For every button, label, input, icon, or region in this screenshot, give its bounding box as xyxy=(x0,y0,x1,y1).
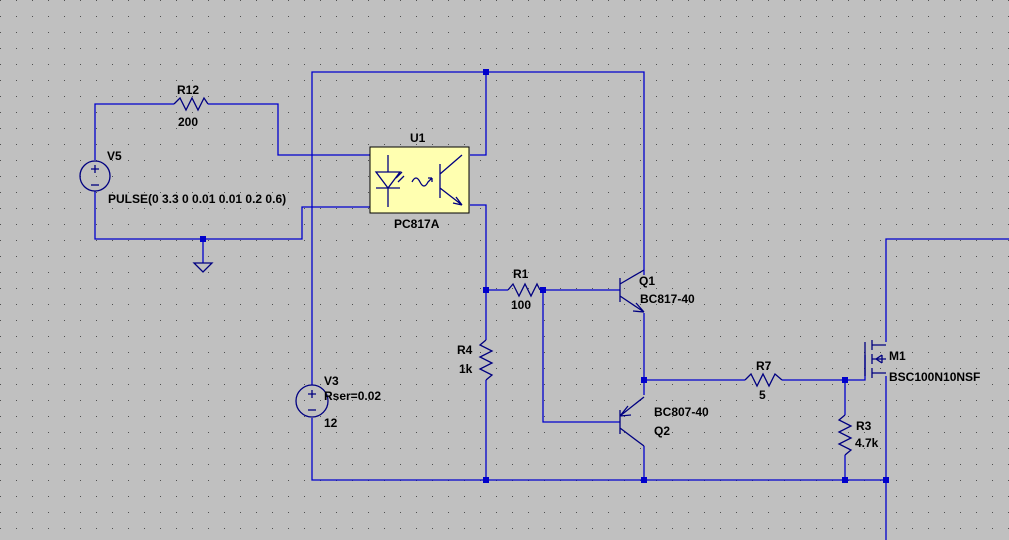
resistor-r7[interactable]: R7 5 xyxy=(744,359,783,402)
wire-r12-to-u1[interactable] xyxy=(208,103,370,156)
q1-value: BC817-40 xyxy=(640,292,695,306)
led-icon xyxy=(374,155,402,207)
r4-name: R4 xyxy=(457,343,473,357)
wire-u1-emitter[interactable] xyxy=(470,204,487,340)
v3-value: 12 xyxy=(324,416,338,430)
v5-value: PULSE(0 3.3 0 0.01 0.01 0.2 0.6) xyxy=(108,192,286,206)
resistor-r1[interactable]: R1 100 xyxy=(507,267,541,312)
resistor-r3[interactable]: R3 4.7k xyxy=(837,414,879,456)
junction xyxy=(641,377,647,383)
u1-name: U1 xyxy=(410,131,426,145)
v5-name: V5 xyxy=(107,149,122,163)
junctions xyxy=(200,69,889,483)
u1-value: PC817A xyxy=(394,217,440,231)
wire-v5-top[interactable] xyxy=(94,103,174,160)
r7-name: R7 xyxy=(756,359,772,373)
junction xyxy=(842,377,848,383)
junction xyxy=(200,236,206,242)
voltage-source-symbol xyxy=(295,384,329,418)
ground-symbol[interactable] xyxy=(192,262,214,273)
v3-param: Rser=0.02 xyxy=(324,389,381,403)
wire-top-rail[interactable] xyxy=(311,71,645,385)
junction xyxy=(483,477,489,483)
junction xyxy=(540,287,546,293)
transistor-q2[interactable]: BC807-40 Q2 xyxy=(619,396,709,447)
v3-name: V3 xyxy=(324,374,339,388)
resistor-symbol xyxy=(744,372,783,388)
mosfet-icon xyxy=(864,340,886,378)
q2-name: Q2 xyxy=(654,424,670,438)
pnp-transistor-icon xyxy=(619,396,645,447)
voltage-source-v5[interactable]: V5 PULSE(0 3.3 0 0.01 0.01 0.2 0.6) xyxy=(79,149,286,206)
plus-sign-icon xyxy=(91,165,99,173)
junction xyxy=(483,69,489,75)
q2-value: BC807-40 xyxy=(654,405,709,419)
resistor-r12[interactable]: R12 200 xyxy=(173,83,209,129)
resistor-r4[interactable]: R4 1k xyxy=(457,339,494,381)
phototransistor-icon xyxy=(439,154,463,206)
wire-v5-bottom[interactable] xyxy=(94,191,370,240)
r12-value: 200 xyxy=(178,115,198,129)
led-light-icon xyxy=(395,171,405,183)
wire-m1-drain[interactable] xyxy=(885,238,1009,342)
r7-value: 5 xyxy=(759,388,766,402)
wire-u1-collector[interactable] xyxy=(470,72,487,156)
wire-v3-bottom[interactable] xyxy=(311,418,886,481)
r12-name: R12 xyxy=(177,83,199,97)
transistor-q1[interactable]: Q1 BC817-40 xyxy=(619,269,695,313)
plus-sign-icon xyxy=(308,390,316,398)
junction xyxy=(641,477,647,483)
optocoupler-u1[interactable]: U1 PC817A xyxy=(369,131,470,231)
r1-value: 100 xyxy=(511,298,531,312)
resistor-symbol xyxy=(478,339,494,381)
junction xyxy=(883,477,889,483)
resistor-symbol xyxy=(173,96,209,112)
wire-base-link[interactable] xyxy=(542,290,620,423)
mosfet-m1[interactable]: M1 BSC100N10NSF xyxy=(864,340,980,384)
r3-name: R3 xyxy=(856,419,872,433)
resistor-symbol xyxy=(507,282,541,298)
voltage-source-v3[interactable]: V3 Rser=0.02 12 xyxy=(295,374,381,430)
junction xyxy=(483,287,489,293)
ground-icon xyxy=(192,262,214,273)
voltage-source-symbol xyxy=(79,160,111,192)
r1-name: R1 xyxy=(513,267,529,281)
q1-name: Q1 xyxy=(639,274,655,288)
m1-value: BSC100N10NSF xyxy=(889,370,980,384)
light-arrow-icon xyxy=(411,177,433,187)
resistor-symbol xyxy=(837,414,853,456)
junction xyxy=(842,477,848,483)
r3-value: 4.7k xyxy=(855,436,879,450)
npn-transistor-icon xyxy=(619,269,645,313)
m1-name: M1 xyxy=(889,349,906,363)
r4-value: 1k xyxy=(459,362,473,376)
